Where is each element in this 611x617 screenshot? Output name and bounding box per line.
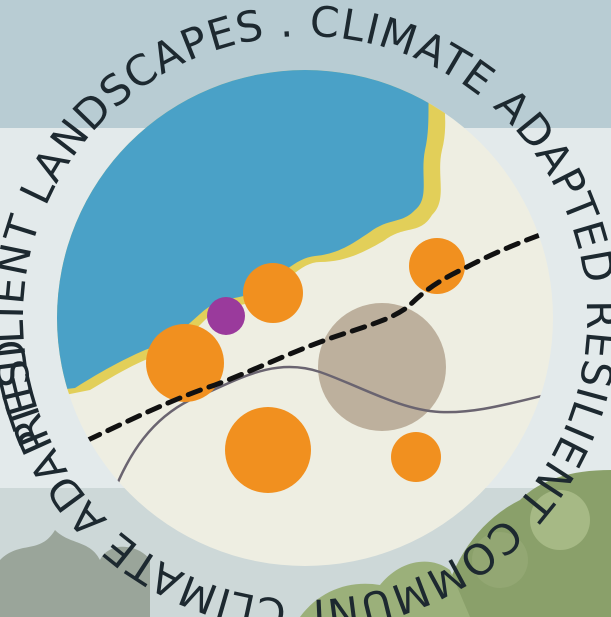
orange-circle (391, 432, 441, 482)
purple-circle (207, 297, 245, 335)
lake-shape (57, 70, 432, 392)
orange-circle (409, 238, 465, 294)
dashed-route (85, 223, 553, 443)
taupe-circle (318, 303, 446, 431)
orange-circle (146, 324, 224, 402)
foliage (0, 470, 611, 617)
stream-line (116, 365, 553, 483)
orange-circle (243, 263, 303, 323)
map-disc (57, 70, 553, 566)
orange-circle (225, 407, 311, 493)
